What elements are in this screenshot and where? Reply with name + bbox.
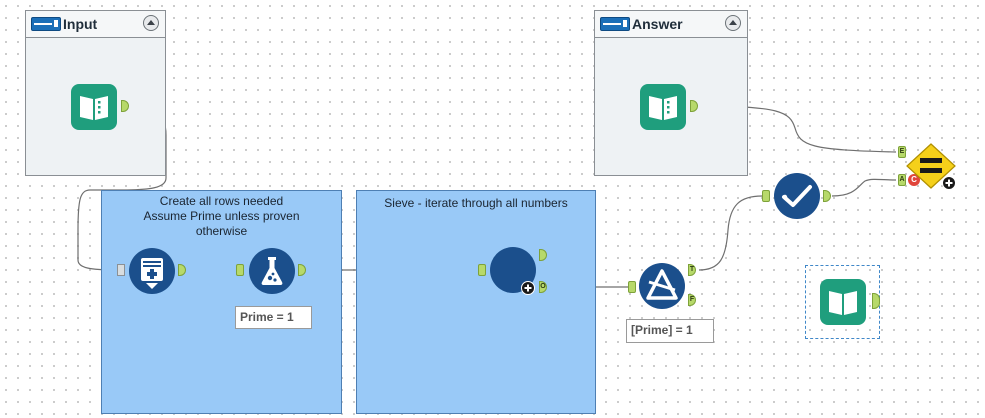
answer-container-title: Answer — [632, 16, 683, 32]
generate-rows-tool[interactable] — [128, 247, 176, 295]
collapse-button[interactable] — [143, 15, 159, 31]
formula-input-anchor[interactable] — [236, 264, 244, 276]
selected-book-tool[interactable] — [820, 279, 866, 325]
book-icon — [640, 84, 686, 130]
create-rows-label-line-1: Create all rows needed — [159, 194, 284, 208]
macro-output-label: O — [540, 283, 546, 290]
flask-icon — [249, 248, 295, 294]
compare-error-badge: C — [908, 174, 920, 186]
book-icon — [71, 84, 117, 130]
add-connection-icon[interactable] — [521, 281, 535, 295]
filter-false-label: F — [689, 296, 695, 303]
generate-rows-input-anchor[interactable] — [117, 264, 125, 276]
input-container-title: Input — [63, 16, 98, 32]
sieve-label: Sieve - iterate through all numbers — [384, 196, 568, 210]
book-icon — [820, 279, 866, 325]
collapse-button[interactable] — [725, 15, 741, 31]
filter-tool[interactable] — [638, 262, 686, 310]
filter-icon — [639, 263, 685, 309]
formula-output-anchor[interactable] — [298, 264, 306, 276]
answer-container-header[interactable]: Answer — [595, 11, 747, 38]
selected-book-output-anchor[interactable] — [872, 293, 880, 309]
container-icon — [600, 17, 630, 31]
checkmark-icon — [774, 173, 820, 219]
compare-expected-label: E — [899, 148, 905, 155]
generate-rows-icon — [129, 248, 175, 294]
wire-select-to-compare — [831, 178, 897, 197]
filter-true-label: T — [689, 266, 695, 273]
filter-true-anchor[interactable]: T — [688, 264, 696, 276]
create-rows-container[interactable]: Create all rows needed Assume Prime unle… — [101, 190, 342, 414]
wire-filter-to-select — [698, 195, 763, 271]
generate-rows-output-anchor[interactable] — [178, 264, 186, 276]
select-output-anchor[interactable] — [823, 190, 831, 202]
formula-annotation[interactable]: Prime = 1 — [235, 306, 312, 329]
expect-equal-tool[interactable] — [906, 143, 956, 189]
select-tool[interactable] — [773, 172, 821, 220]
answer-data-tool[interactable] — [640, 84, 686, 130]
compare-actual-anchor[interactable]: A — [898, 174, 906, 186]
compare-actual-label: A — [899, 176, 905, 183]
input-tool-output-anchor[interactable] — [121, 100, 129, 112]
macro-output-anchor[interactable]: O — [539, 281, 547, 293]
input-container-header[interactable]: Input — [26, 11, 165, 38]
answer-tool-output-anchor[interactable] — [690, 100, 698, 112]
wire-answer-to-compare — [699, 105, 897, 153]
equals-icon — [906, 143, 956, 189]
create-rows-label-line-3: otherwise — [195, 224, 248, 238]
formula-tool[interactable] — [248, 247, 296, 295]
input-data-tool[interactable] — [71, 84, 117, 130]
compare-error-label: C — [911, 175, 917, 184]
macro-iteration-output-anchor[interactable] — [539, 249, 547, 261]
filter-input-anchor[interactable] — [628, 281, 636, 293]
macro-input-anchor[interactable] — [478, 264, 486, 276]
select-input-anchor[interactable] — [762, 190, 770, 202]
filter-false-anchor[interactable]: F — [688, 294, 696, 306]
filter-annotation[interactable]: [Prime] = 1 — [626, 319, 714, 343]
container-icon — [31, 17, 61, 31]
create-rows-label-line-2: Assume Prime unless proven — [143, 209, 300, 223]
sieve-container[interactable]: Sieve - iterate through all numbers — [356, 190, 596, 414]
add-connection-icon[interactable] — [942, 176, 956, 190]
compare-expected-anchor[interactable]: E — [898, 146, 906, 158]
